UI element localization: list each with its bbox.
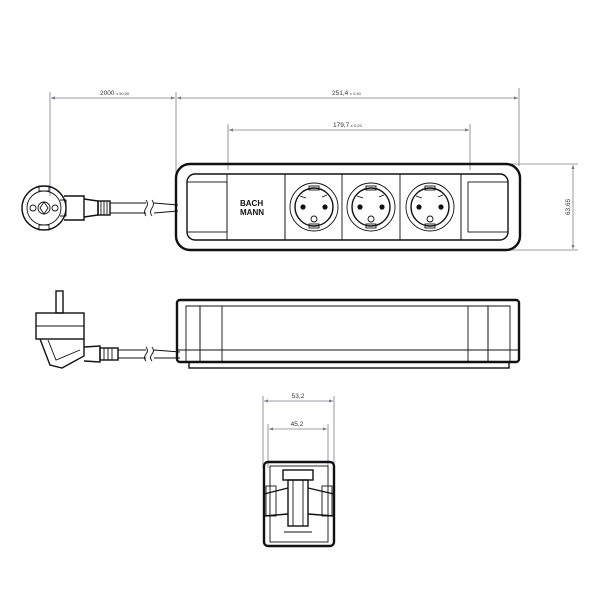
cable-length-label: 2000± 50,00	[100, 90, 130, 97]
brand-logo: BACH MANN	[240, 199, 264, 217]
total-length-label: 251,4± 0,40	[332, 90, 362, 97]
height-label: 63,65	[565, 198, 572, 215]
dimension-socket-span: 179,7± 0,20	[227, 122, 471, 170]
power-strip-top-view: BACH MANN	[174, 162, 522, 252]
svg-text:BACH: BACH	[240, 199, 263, 208]
socket-span-label: 179,7± 0,20	[333, 122, 363, 129]
plug-side-view	[35, 290, 119, 369]
socket-2	[346, 182, 396, 232]
dimension-height: 63,65	[500, 163, 578, 251]
dimension-depth-inner: 45,2	[267, 421, 329, 468]
power-strip-side-view	[175, 298, 521, 369]
cable-top-view	[110, 199, 179, 217]
svg-text:MANN: MANN	[240, 208, 264, 217]
socket-1	[289, 182, 339, 232]
depth-outer-label: 53,2	[292, 393, 305, 400]
plug-top-view	[21, 185, 111, 231]
dimension-depth-outer: 53,2	[262, 393, 335, 468]
cable-side-view	[118, 346, 181, 362]
dimension-total-length: 251,4± 0,40	[177, 88, 520, 166]
power-strip-end-view	[262, 460, 336, 548]
depth-inner-label: 45,2	[291, 421, 304, 428]
dimension-cable-length: 2000± 50,00	[49, 90, 177, 196]
socket-3	[405, 182, 455, 232]
